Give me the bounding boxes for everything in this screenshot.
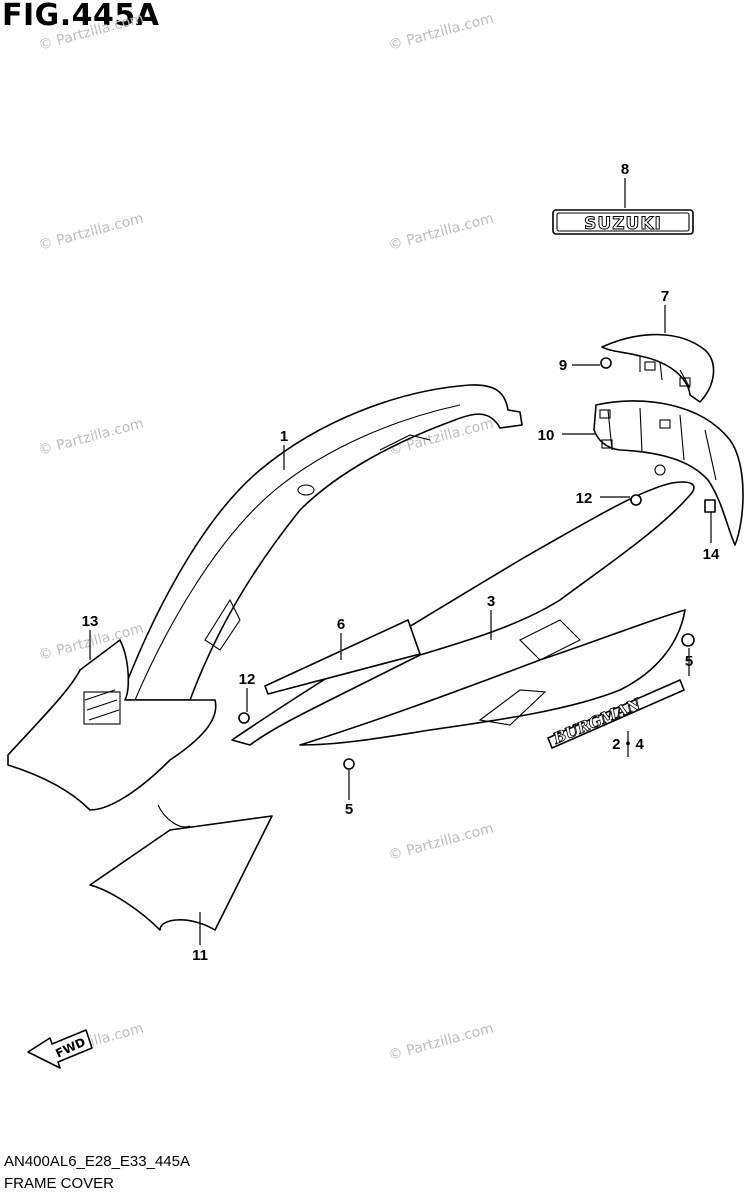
callout-12-upper: 12 [576,490,593,507]
clip-5-lower [343,758,355,770]
side-strip [264,619,421,695]
floor-panel [89,804,273,931]
callouts: 8 7 9 10 12 14 1 3 6 13 12 5 2・4 5 11 [82,161,720,964]
callout-7: 7 [661,288,669,305]
watermark: © Partzilla.com [37,10,146,53]
suzuki-emblem-text: SUZUKI [584,214,662,234]
callout-13: 13 [82,613,99,630]
figure-name: FRAME COVER [4,1175,115,1192]
callout-2-4: 2・4 [612,736,644,753]
forward-arrow: FWD [27,1029,93,1069]
figure-title: FIG.445A [2,0,160,33]
callout-1: 1 [280,428,288,445]
callout-14: 14 [703,546,720,563]
rear-lower-cover [593,400,744,546]
frame-cover-front [119,384,523,701]
watermark: © Partzilla.com [387,1020,496,1063]
watermark: © Partzilla.com [387,820,496,863]
callout-5-lower: 5 [345,801,353,818]
callout-5-right: 5 [685,653,693,670]
clip-9 [600,357,612,369]
callout-8: 8 [621,161,629,178]
watermark: © Partzilla.com [387,10,496,53]
watermark: © Partzilla.com [387,210,496,253]
screw-12-lower [238,712,250,724]
watermark: © Partzilla.com [37,415,146,458]
callout-6: 6 [337,616,345,633]
suzuki-emblem: SUZUKI [552,209,694,235]
frame-cover-side [231,464,695,746]
callout-12-lower: 12 [239,671,256,688]
callout-3: 3 [487,593,495,610]
screw-12-upper [630,494,642,506]
nut-14 [704,499,716,513]
callout-11: 11 [192,947,208,964]
callout-10: 10 [538,427,555,444]
watermark: © Partzilla.com [37,210,146,253]
leader-lines [89,178,712,945]
front-inner-cover [7,639,217,811]
figure-code: AN400AL6_E28_E33_445A [4,1153,190,1170]
rear-upper-cover [601,333,715,403]
callout-9: 9 [559,357,567,374]
clip-5-right [681,633,695,647]
fasteners [238,357,716,770]
